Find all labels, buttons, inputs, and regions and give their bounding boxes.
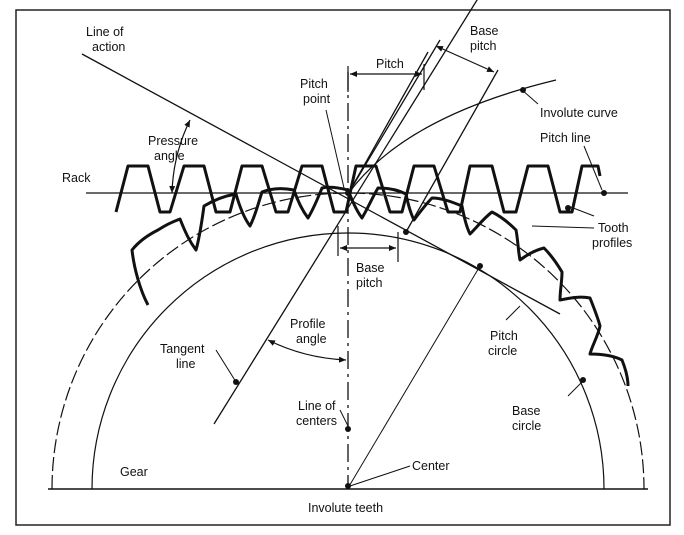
leader-pitch-circle	[505, 305, 521, 321]
label-pitch-circle-1: Pitch	[490, 329, 518, 343]
leader-tooth-profiles-2	[531, 225, 595, 229]
label-line-of-action-2: action	[92, 40, 125, 54]
involute-curve	[347, 79, 557, 195]
leader-tooth-profiles-1	[567, 205, 595, 217]
label-pressure-angle-2: angle	[154, 149, 185, 163]
label-tooth-profiles-2: profiles	[592, 236, 632, 250]
label-tooth-profiles-1: Tooth	[598, 221, 629, 235]
base-pitch-line-1	[347, 39, 441, 195]
leader-pitch-line	[583, 145, 603, 191]
leader-gear-center-line	[347, 265, 481, 489]
label-profile-angle-2: angle	[296, 332, 327, 346]
label-pitch-line: Pitch line	[540, 131, 591, 145]
label-tangent-line-1: Tangent	[160, 342, 205, 356]
label-center: Center	[412, 459, 450, 473]
label-base-pitch-top-1: Base	[470, 24, 499, 38]
pitch-diagonal	[347, 51, 429, 195]
line-of-action	[81, 53, 561, 315]
label-pitch: Pitch	[376, 57, 404, 71]
label-base-pitch-top-2: pitch	[470, 39, 496, 53]
profile-angle-arc	[267, 339, 347, 363]
base-pitch-dimension	[435, 45, 495, 73]
label-gear: Gear	[120, 465, 148, 479]
label-involute-curve: Involute curve	[540, 106, 618, 120]
label-rack: Rack	[62, 171, 91, 185]
label-base-circle-1: Base	[512, 404, 541, 418]
base-circle	[91, 232, 605, 490]
rack-profile	[114, 164, 602, 214]
label-tangent-line-2: line	[176, 357, 196, 371]
leader-tangent-line	[215, 349, 237, 383]
leader-pitch-point	[325, 109, 345, 189]
label-profile-angle-1: Profile	[290, 317, 325, 331]
label-pitch-circle-2: circle	[488, 344, 517, 358]
label-base-pitch-mid-1: Base	[356, 261, 385, 275]
pressure-angle-arc	[169, 119, 191, 194]
leader-base-circle	[567, 379, 585, 397]
caption: Involute teeth	[308, 501, 383, 515]
figure-border	[15, 9, 671, 526]
marker-dots	[233, 87, 607, 489]
label-line-of-centers-2: centers	[296, 414, 337, 428]
base-pitch-line-2	[405, 69, 499, 233]
leader-center	[349, 465, 411, 487]
pitch-circle	[51, 192, 645, 490]
label-pitch-point-1: Pitch	[300, 77, 328, 91]
label-base-pitch-mid-2: pitch	[356, 276, 382, 290]
label-line-of-centers-1: Line of	[298, 399, 336, 413]
label-line-of-action-1: Line of	[86, 25, 124, 39]
label-base-circle-2: circle	[512, 419, 541, 433]
label-pitch-point-2: point	[303, 92, 331, 106]
label-pressure-angle-1: Pressure	[148, 134, 198, 148]
